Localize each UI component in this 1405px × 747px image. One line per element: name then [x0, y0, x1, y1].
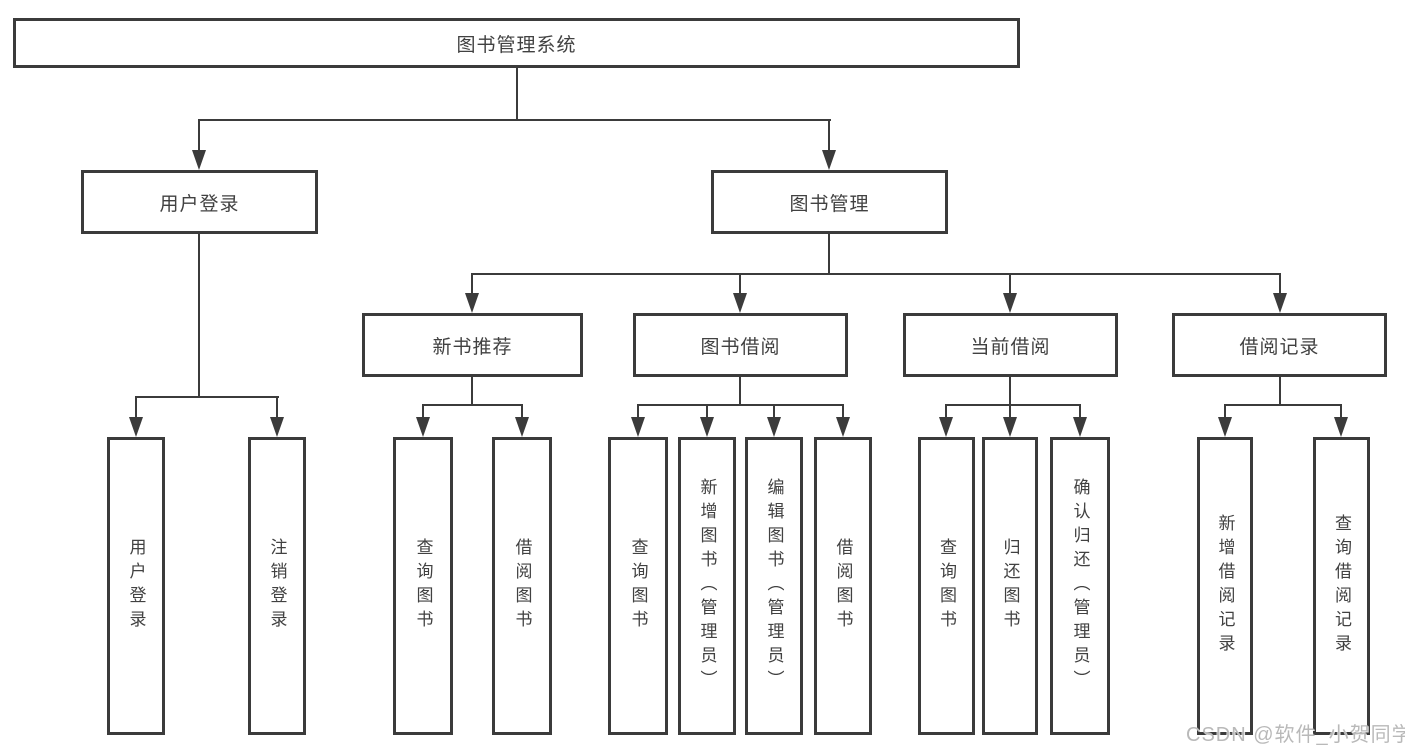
arrowhead-icon	[939, 417, 953, 437]
connector-line	[198, 119, 200, 152]
leaf-add-borrow-record: 新增借阅记录	[1197, 437, 1253, 735]
connector-line	[422, 404, 523, 406]
connector-line	[739, 273, 741, 295]
connector-line	[842, 404, 844, 419]
node-user-login: 用户登录	[81, 170, 318, 234]
connector-line	[422, 404, 424, 419]
arrowhead-icon	[700, 417, 714, 437]
arrowhead-icon	[465, 293, 479, 313]
arrowhead-icon	[1334, 417, 1348, 437]
arrowhead-icon	[1273, 293, 1287, 313]
connector-line	[828, 234, 830, 275]
connector-line	[739, 377, 741, 406]
connector-line	[1009, 377, 1011, 406]
node-book-borrowing: 图书借阅	[633, 313, 848, 377]
arrowhead-icon	[1003, 417, 1017, 437]
connector-line	[135, 396, 137, 419]
connector-line	[945, 404, 1081, 406]
leaf-query-book-borrowing: 查询图书	[608, 437, 668, 735]
connector-line	[1340, 404, 1342, 419]
arrowhead-icon	[515, 417, 529, 437]
connector-line	[1224, 404, 1342, 406]
connector-line	[1009, 404, 1011, 419]
connector-line	[1079, 404, 1081, 419]
connector-line	[135, 396, 279, 398]
leaf-borrow-book-recommend: 借阅图书	[492, 437, 552, 735]
arrowhead-icon	[1003, 293, 1017, 313]
connector-line	[637, 404, 639, 419]
connector-line	[471, 273, 1281, 275]
arrowhead-icon	[192, 150, 206, 170]
arrowhead-icon	[631, 417, 645, 437]
connector-line	[945, 404, 947, 419]
leaf-user-login: 用户登录	[107, 437, 165, 735]
connector-line	[637, 404, 844, 406]
connector-line	[706, 404, 708, 419]
connector-line	[276, 396, 278, 419]
leaf-borrow-book: 借阅图书	[814, 437, 872, 735]
connector-line	[521, 404, 523, 419]
connector-line	[1279, 273, 1281, 295]
leaf-confirm-return-admin: 确认归还（管理员）	[1050, 437, 1110, 735]
connector-line	[471, 273, 473, 295]
connector-line	[516, 68, 518, 120]
leaf-query-book-current: 查询图书	[918, 437, 975, 735]
arrowhead-icon	[1218, 417, 1232, 437]
leaf-edit-book-admin: 编辑图书（管理员）	[745, 437, 803, 735]
arrowhead-icon	[1073, 417, 1087, 437]
arrowhead-icon	[767, 417, 781, 437]
connector-line	[1279, 377, 1281, 406]
connector-line	[773, 404, 775, 419]
arrowhead-icon	[270, 417, 284, 437]
connector-line	[1009, 273, 1011, 295]
node-borrowing-records: 借阅记录	[1172, 313, 1387, 377]
arrowhead-icon	[822, 150, 836, 170]
connector-line	[198, 119, 831, 121]
leaf-query-borrow-record: 查询借阅记录	[1313, 437, 1370, 735]
node-library-management-system: 图书管理系统	[13, 18, 1020, 68]
connector-line	[828, 119, 830, 152]
csdn-watermark: CSDN @软件_小贺同学	[1186, 724, 1405, 746]
leaf-query-book-recommend: 查询图书	[393, 437, 453, 735]
arrowhead-icon	[733, 293, 747, 313]
connector-line	[471, 377, 473, 406]
arrowhead-icon	[416, 417, 430, 437]
leaf-return-book: 归还图书	[982, 437, 1038, 735]
node-current-borrowing: 当前借阅	[903, 313, 1118, 377]
node-book-management: 图书管理	[711, 170, 948, 234]
connector-line	[198, 234, 200, 398]
connector-line	[1224, 404, 1226, 419]
arrowhead-icon	[129, 417, 143, 437]
leaf-logout: 注销登录	[248, 437, 306, 735]
leaf-add-book-admin: 新增图书（管理员）	[678, 437, 736, 735]
arrowhead-icon	[836, 417, 850, 437]
node-new-book-recommendation: 新书推荐	[362, 313, 583, 377]
